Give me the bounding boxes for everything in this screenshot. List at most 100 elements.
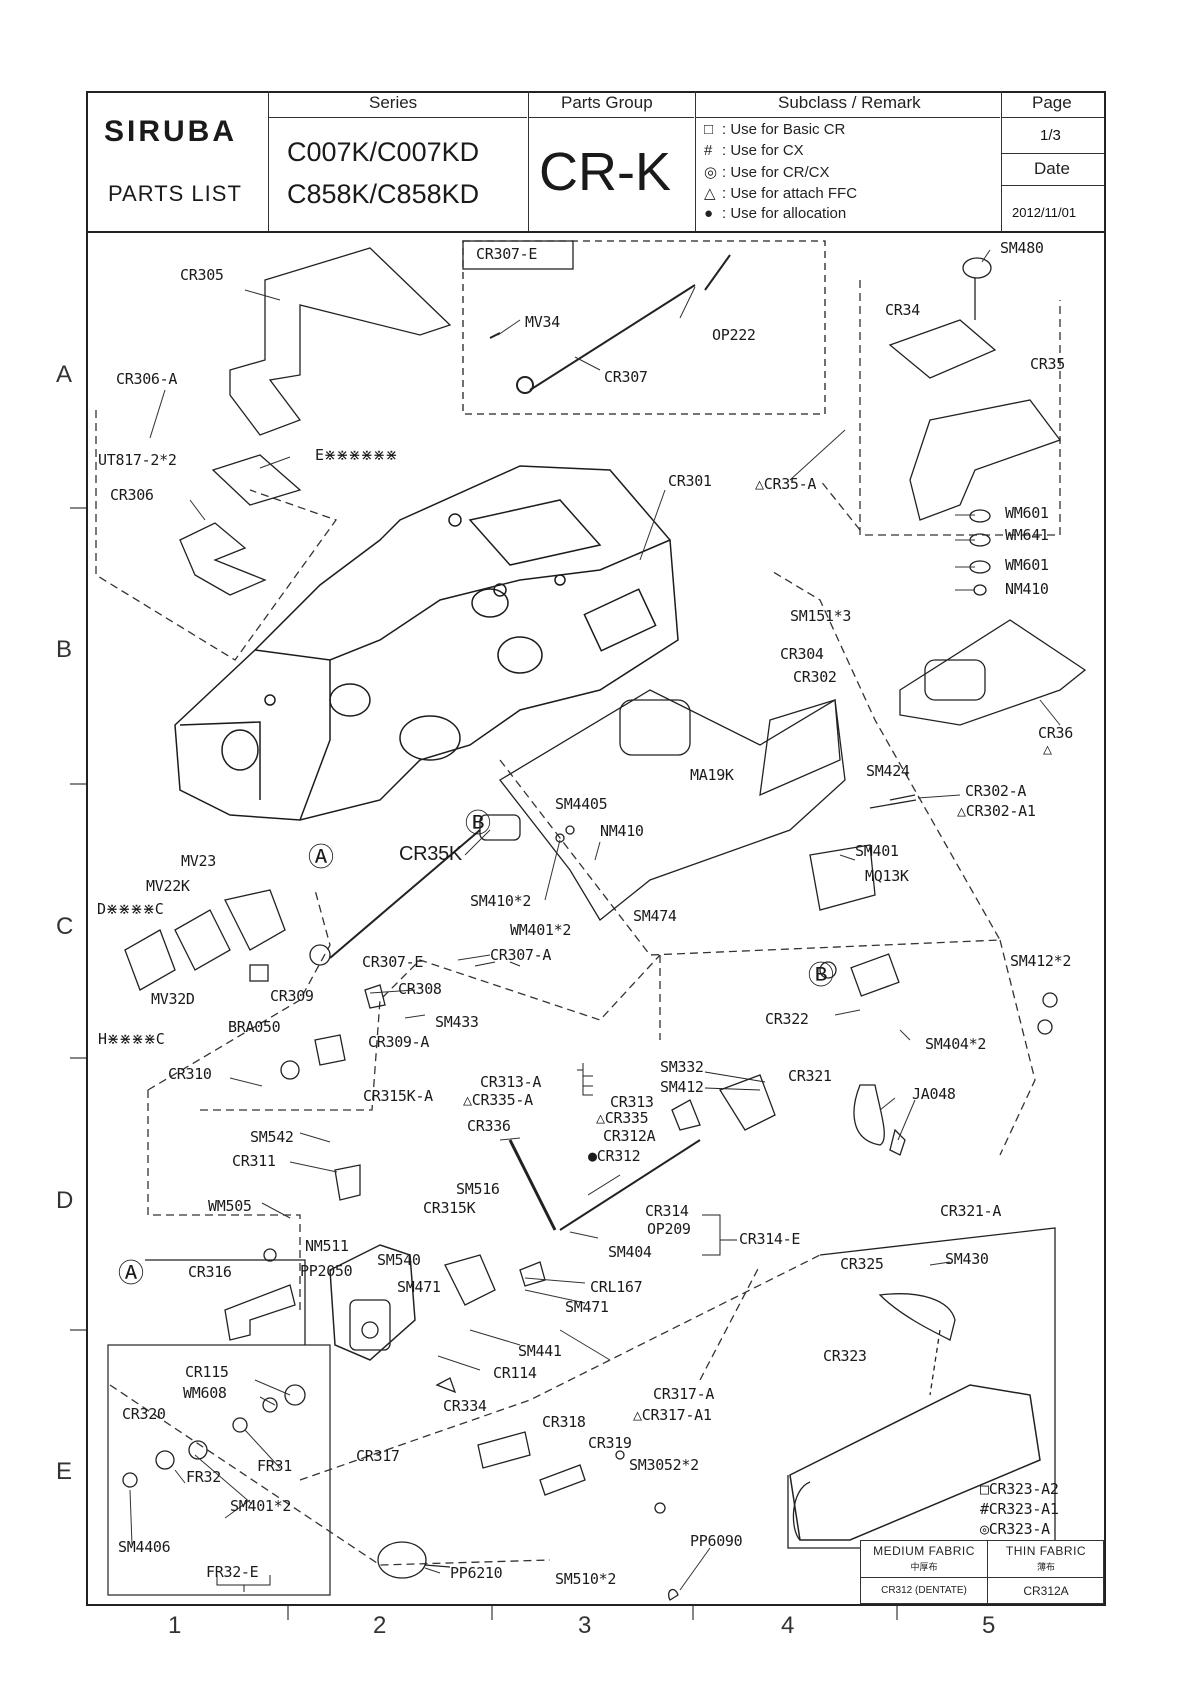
part-callout-sm4406: SM4406 (118, 1538, 171, 1556)
part-callout-sm480: SM480 (1000, 239, 1044, 257)
legend-symbol: □ (704, 121, 714, 138)
part-callout-sm424: SM424 (866, 762, 910, 780)
part-callout-cr302a1: △CR302-A1 (957, 802, 1036, 820)
date-label: Date (1034, 159, 1070, 178)
col-num-4: 4 (781, 1612, 795, 1639)
parts-group-label: Parts Group (561, 93, 653, 112)
part-callout-cr307a: CR307-A (490, 946, 552, 964)
part-callout-cr334: CR334 (443, 1397, 487, 1415)
part-callout-wm641: WM641 (1005, 526, 1049, 544)
part-callout-cr311: CR311 (232, 1152, 276, 1170)
part-callout-cr313: CR313 (610, 1093, 654, 1111)
part-callout-mq13k: MQ13K (865, 867, 909, 885)
part-callout-cr318: CR318 (542, 1413, 586, 1431)
cr307e-box (462, 240, 826, 415)
part-callout-cr323a1: #CR323-A1 (980, 1500, 1059, 1518)
legend-text: : Use for Basic CR (722, 121, 846, 138)
part-callout-cr316: CR316 (188, 1263, 232, 1281)
part-callout-fr32e: FR32-E (206, 1563, 259, 1581)
part-callout-cr308: CR308 (398, 980, 442, 998)
part-callout-cr35: CR35 (1030, 355, 1065, 373)
header: SIRUBA PARTS LIST Series C007K/C007KD C8… (86, 91, 1106, 233)
part-callout-cr313a: CR313-A (480, 1073, 542, 1091)
subclass-cell: Subclass / Remark □: Use for Basic CR#: … (696, 91, 1002, 231)
part-callout-cr322: CR322 (765, 1010, 809, 1028)
part-callout-cr307e: CR307-E (362, 953, 424, 971)
legend-row: □ : Use for Basic CR (704, 121, 845, 138)
part-callout-cr306a: CR306-A (116, 370, 178, 388)
part-callout-cr310: CR310 (168, 1065, 212, 1083)
part-callout-sm404b: SM404 (608, 1243, 652, 1261)
part-callout-op222: OP222 (712, 326, 756, 344)
part-callout-sm510: SM510*2 (555, 1570, 617, 1588)
part-callout-wm608: WM608 (183, 1384, 227, 1402)
series-line1: C007K/C007KD (287, 137, 480, 167)
col-num-1: 1 (168, 1612, 182, 1639)
part-callout-cr315k: CR315K (423, 1199, 476, 1217)
part-callout-exxx: E⋇⋇⋇⋇⋇⋇ (315, 446, 398, 464)
legend-symbol: # (704, 142, 713, 159)
part-callout-sm410: SM410*2 (470, 892, 532, 910)
part-callout-cr317a1: △CR317-A1 (633, 1406, 712, 1424)
cr305-plate (229, 247, 452, 436)
part-callout-fr31: FR31 (257, 1457, 292, 1475)
col-num-5: 5 (982, 1612, 996, 1639)
part-callout-nm410a: NM410 (1005, 580, 1049, 598)
series-cell: Series C007K/C007KD C858K/C858KD (269, 91, 529, 231)
legend-text: : Use for attach FFC (722, 185, 858, 202)
part-callout-cr317a: CR317-A (653, 1385, 715, 1403)
row-letter-d: D (56, 1187, 74, 1214)
part-callout-sm474: SM474 (633, 907, 677, 925)
part-callout-cr325: CR325 (840, 1255, 884, 1273)
row-letter-b: B (56, 636, 73, 663)
part-callout-cr321a: CR321-A (940, 1202, 1002, 1220)
legend-row: △: Use for attach FFC (704, 184, 857, 202)
page-label: Page (1032, 93, 1072, 112)
col-num-3: 3 (578, 1612, 592, 1639)
thin-fabric-part: CR312A (1023, 1584, 1069, 1598)
part-callout-sm412a: SM412*2 (1010, 952, 1072, 970)
part-callout-cr323a2: □CR323-A2 (980, 1480, 1059, 1498)
part-callout-pp6210: PP6210 (450, 1564, 503, 1582)
part-callout-cr36: CR36 (1038, 724, 1073, 742)
legend-symbol: ◎ (704, 164, 718, 181)
part-callout-cr335a: △CR335-A (463, 1091, 533, 1109)
part-callout-mv34: MV34 (525, 313, 560, 331)
part-callout-mv22k: MV22K (146, 877, 190, 895)
part-callout-wm601b: WM601 (1005, 556, 1049, 574)
part-callout-sm516: SM516 (456, 1180, 500, 1198)
series-line2: C858K/C858KD (287, 179, 480, 209)
part-callout-sm401b: SM401*2 (230, 1497, 292, 1515)
date-value: 2012/11/01 (1012, 205, 1077, 220)
part-callout-sm4405: SM4405 (555, 795, 608, 813)
part-callout-cr312a: CR312A (603, 1127, 656, 1145)
part-callout-cr307: CR307 (604, 368, 648, 386)
parts-group-cell: Parts Group CR-K (529, 91, 696, 231)
part-callout-mv32d: MV32D (151, 990, 195, 1008)
part-callout-fr32: FR32 (186, 1468, 221, 1486)
part-callout-pp2050: PP2050 (300, 1262, 353, 1280)
part-callout-trimark: △ (1043, 740, 1052, 758)
part-callout-cr304: CR304 (780, 645, 824, 663)
part-callout-sm332: SM332 (660, 1058, 704, 1076)
part-callout-cr305: CR305 (180, 266, 224, 284)
part-callout-cr35a: △CR35-A (755, 475, 817, 493)
part-callout-cr301: CR301 (668, 472, 712, 490)
part-callout-wm505: WM505 (208, 1197, 252, 1215)
legend-text: : Use for allocation (722, 205, 847, 222)
part-callout-cr302: CR302 (793, 668, 837, 686)
row-letter-a: A (56, 361, 73, 388)
part-callout-nm511: NM511 (305, 1237, 349, 1255)
part-callout-cr317: CR317 (356, 1447, 400, 1465)
part-callout-sm404a: SM404*2 (925, 1035, 987, 1053)
row-ticks (70, 507, 86, 1331)
part-callout-cr335: △CR335 (596, 1109, 649, 1127)
part-callout-hxxx: H⋇⋇⋇⋇C (98, 1030, 165, 1048)
legend-row: ●: Use for allocation (704, 205, 846, 222)
part-callout-sm542: SM542 (250, 1128, 294, 1146)
part-callout-ja048: JA048 (912, 1085, 956, 1103)
main-casting (174, 465, 679, 821)
cr307-shaft (489, 254, 731, 394)
part-callout-sm3052: SM3052*2 (629, 1456, 699, 1474)
